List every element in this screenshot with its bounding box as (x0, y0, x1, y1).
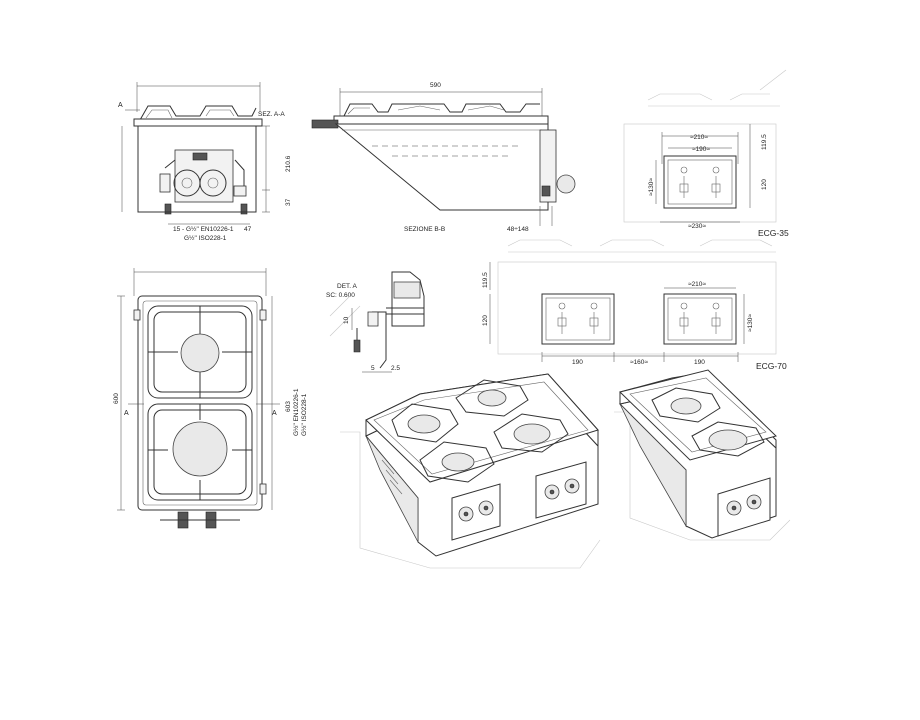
ecg70-dim-119-5: 119.5 (482, 272, 489, 288)
section-bb-width-dim: 590 (430, 82, 441, 89)
section-aa-foot-dim: 37 (285, 198, 292, 206)
section-aa-conn-label-1: 15 - G½" EN10226-1 (173, 225, 234, 233)
section-marker-a: A (118, 102, 123, 109)
detail-a-dim-10: 10 (343, 316, 350, 324)
ecg35-dim-230: ≈230≈ (688, 223, 706, 230)
top-view-conn-label-2: G½" ISO228-1 (300, 393, 308, 436)
ecg70-cutout-view: 119.5 120 ≈210≈ ≈130≈ 190 ≈160≈ 190 (482, 239, 787, 371)
section-aa-label: SEZ. A-A (258, 111, 285, 118)
ecg35-dim-190: ≈190≈ (692, 146, 710, 153)
ecg70-dim-190-right: 190 (694, 359, 705, 366)
detail-a-scale: SC: 0.600 (326, 292, 355, 299)
top-view: 600 A A 603 G½" EN10226-1 (113, 268, 308, 529)
section-aa-offset-dim: 47 (244, 226, 252, 233)
ecg35-dim-120: 120 (761, 179, 768, 190)
detail-a-dim-5: 5 (371, 365, 375, 372)
ecg35-cutout-view: ≈210≈ ≈190≈ ≈130≈ 119.5 120 ≈230≈ ECG-35 (623, 69, 789, 238)
detail-a-view: DET. A SC: 0.600 10 5 2.5 (326, 271, 425, 373)
detail-a-dim-2-5: 2.5 (391, 365, 400, 372)
ecg35-dim-119-5: 119.5 (761, 134, 768, 150)
isometric-two-burner-view (614, 369, 791, 541)
top-view-marker-right: A (272, 410, 277, 417)
ecg35-dim-210: ≈210≈ (690, 134, 708, 141)
ecg70-dim-210: ≈210≈ (688, 281, 706, 288)
section-aa-view: A 210.6 37 47 15 - G½" EN1022 (118, 82, 292, 242)
ecg35-label: ECG-35 (758, 228, 789, 238)
isometric-four-burner-view (340, 373, 601, 569)
section-aa-conn-label-2: G½" ISO228-1 (184, 234, 227, 242)
detail-a-title: DET. A (337, 283, 358, 290)
top-view-depth-dim-2: 603 (285, 401, 292, 412)
section-aa-height-dim: 210.6 (285, 155, 292, 172)
ecg70-label: ECG-70 (756, 361, 787, 371)
top-view-conn-label-1: G½" EN10226-1 (292, 388, 300, 436)
ecg70-dim-130: ≈130≈ (747, 314, 754, 332)
ecg70-dim-120: 120 (482, 315, 489, 326)
ecg35-dim-130: ≈130≈ (648, 178, 655, 196)
ecg70-dim-190-left: 190 (572, 359, 583, 366)
section-bb-range-dim: 48÷148 (507, 226, 529, 233)
section-bb-view: 590 (311, 82, 576, 233)
top-view-marker-left: A (124, 410, 129, 417)
section-bb-label: SEZIONE B-B (404, 226, 445, 233)
ecg70-dim-160: ≈160≈ (630, 359, 648, 366)
top-view-depth-dim: 600 (113, 393, 120, 404)
